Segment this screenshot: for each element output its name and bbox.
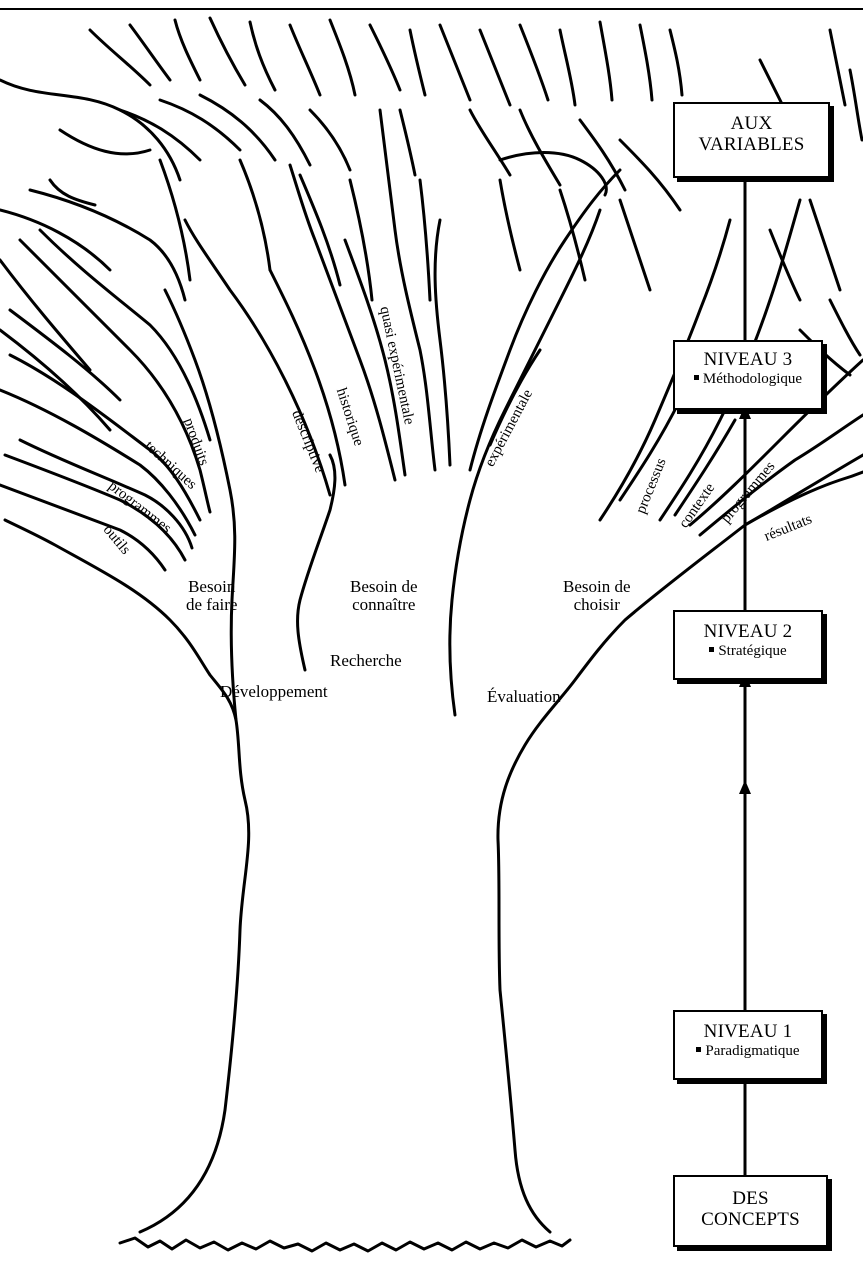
square-bullet-icon (694, 375, 699, 380)
niveau-2-subtitle-row: Stratégique (675, 643, 821, 660)
square-bullet-icon (709, 647, 714, 652)
niveau-2-title: NIVEAU 2 (675, 622, 821, 643)
besoin-choisir-line2: choisir (574, 595, 620, 614)
box-des-concepts: DES CONCEPTS (673, 1175, 828, 1247)
niveau-1-subtitle-row: Paradigmatique (675, 1043, 821, 1060)
label-developpement: Développement (220, 683, 328, 701)
label-besoin-de-faire: Besoin de faire (186, 578, 237, 614)
label-evaluation: Évaluation (487, 688, 561, 706)
niveau-3-title: NIVEAU 3 (675, 350, 821, 371)
niveau-1-title: NIVEAU 1 (675, 1022, 821, 1043)
box-aux-variables: AUX VARIABLES (673, 102, 830, 178)
niveau-2-subtitle: Stratégique (718, 643, 786, 659)
arrow-up-icon (739, 780, 751, 794)
label-besoin-de-choisir: Besoin de choisir (563, 578, 631, 614)
besoin-choisir-line1: Besoin de (563, 577, 631, 596)
box-niveau-3: NIVEAU 3 Méthodologique (673, 340, 823, 410)
niveau-3-subtitle: Méthodologique (703, 371, 802, 387)
square-bullet-icon (696, 1047, 701, 1052)
besoin-faire-line2: de faire (186, 595, 237, 614)
besoin-connaitre-line2: connaître (352, 595, 415, 614)
aux-variables-line2: VARIABLES (675, 135, 828, 156)
label-besoin-de-connaitre: Besoin de connaître (350, 578, 418, 614)
ground-line (120, 1238, 570, 1251)
label-recherche: Recherche (330, 652, 402, 670)
besoin-connaitre-line1: Besoin de (350, 577, 418, 596)
box-niveau-2: NIVEAU 2 Stratégique (673, 610, 823, 680)
niveau-1-subtitle: Paradigmatique (705, 1043, 799, 1059)
aux-variables-line1: AUX (675, 114, 828, 135)
left-canopy (0, 80, 185, 300)
des-concepts-line2: CONCEPTS (675, 1210, 826, 1231)
niveau-3-subtitle-row: Méthodologique (675, 371, 821, 388)
des-concepts-line1: DES (675, 1189, 826, 1210)
besoin-faire-line1: Besoin (188, 577, 235, 596)
trunk-left-outline (5, 520, 249, 1232)
trunk-right-outline (498, 455, 863, 1232)
box-niveau-1: NIVEAU 1 Paradigmatique (673, 1010, 823, 1080)
